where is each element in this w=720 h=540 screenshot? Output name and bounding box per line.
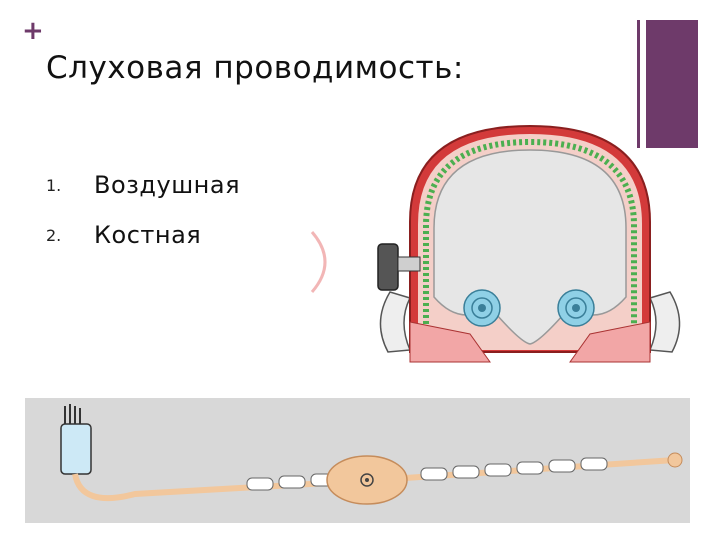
item-number: 2. [46,226,94,245]
item-label: Костная [94,221,201,249]
neuron-illustration [25,398,690,523]
skull-crosssection-illustration [370,112,690,372]
list-item: 1. Воздушная [46,160,240,210]
item-label: Воздушная [94,171,240,199]
item-number: 1. [46,176,94,195]
arc-decoration [300,228,340,296]
list-item: 2. Костная [46,210,240,260]
plus-icon: + [22,18,44,44]
cochlea-left [464,290,500,326]
cochlea-right [558,290,594,326]
slide-title: Слуховая проводимость: [46,50,464,86]
item-list: 1. Воздушная 2. Костная [46,160,240,260]
